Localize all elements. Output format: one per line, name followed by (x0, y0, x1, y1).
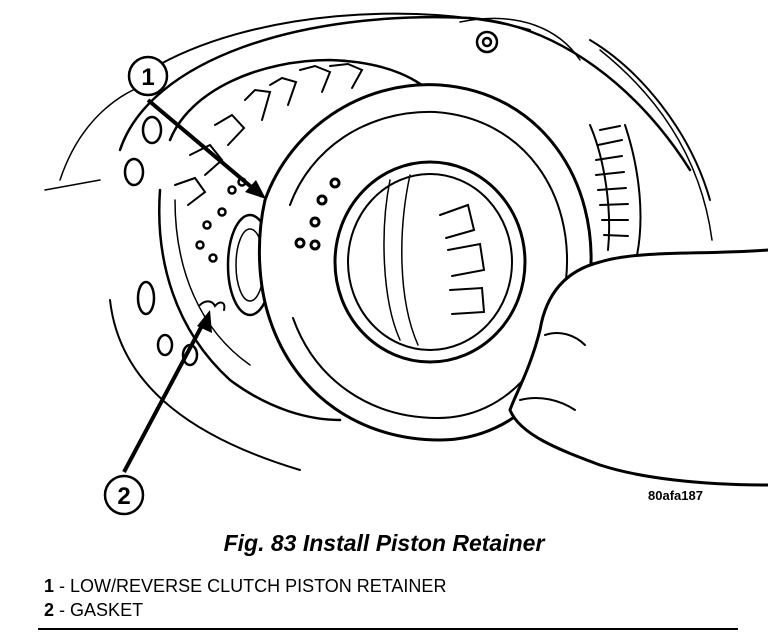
legend-item-separator: - (59, 600, 66, 620)
bottom-rule (38, 628, 738, 630)
callout-2-number: 2 (117, 483, 130, 510)
callout-1: 1 (127, 55, 266, 199)
gear-teeth (589, 124, 642, 261)
legend-item-number: 1 (44, 576, 55, 596)
callout-2-arrowhead (197, 310, 212, 333)
callout-2: 2 (103, 310, 212, 516)
legend-item-separator: - (59, 576, 66, 596)
legend-item-number: 2 (44, 600, 55, 620)
legend-item-text: LOW/REVERSE CLUTCH PISTON RETAINER (70, 576, 447, 596)
callout-2-arrow (122, 317, 208, 473)
legend-item-text: GASKET (70, 600, 144, 620)
piston-retainer (257, 83, 593, 442)
housing-splines (174, 62, 364, 206)
callout-1-arrow (146, 98, 264, 198)
legend: 1 - LOW/REVERSE CLUTCH PISTON RETAINER 2… (44, 574, 446, 622)
hand (508, 248, 768, 487)
clutch-housing (123, 58, 442, 422)
callout-1-number: 1 (141, 64, 154, 91)
figure-caption: Fig. 83 Install Piston Retainer (223, 530, 545, 556)
legend-item-1: 1 - LOW/REVERSE CLUTCH PISTON RETAINER (44, 574, 446, 598)
transmission-case (44, 12, 713, 471)
legend-item-2: 2 - GASKET (44, 598, 446, 622)
figure-code: 80afa187 (648, 488, 703, 503)
callout-1-arrowhead (245, 180, 266, 199)
piston-retainer-illustration: 1 2 (44, 12, 768, 516)
